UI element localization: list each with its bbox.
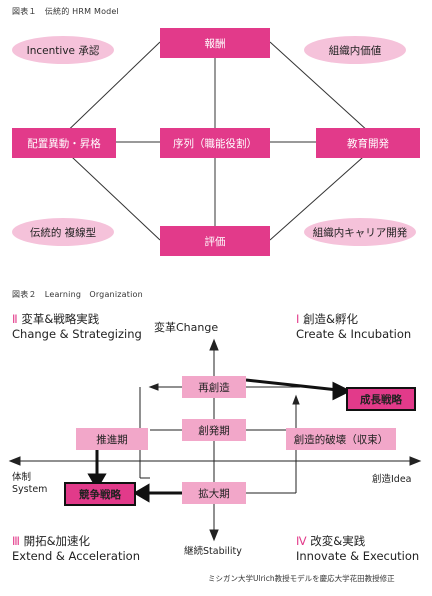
figure1-title: 図表１ 伝統的 HRM Model (12, 7, 119, 16)
axis-bottom-label: 継続Stability (184, 546, 242, 557)
box-recreate: 再創造 (182, 376, 246, 398)
box-creative-destruction: 創造的破壊（収束） (286, 428, 396, 450)
box-promote-period: 推進期 (76, 428, 148, 450)
axis-right-label: 創造Idea (372, 474, 412, 485)
quadrant-2-label: Ⅱ 変革&戦略実践 Change & Strategizing (12, 312, 142, 342)
quadrant-3-number: Ⅲ (12, 534, 20, 548)
ellipse-org-value: 組織内価値 (304, 36, 406, 64)
quadrant-4-label: Ⅳ 改変&実践 Innovate & Execution (296, 534, 419, 564)
figure2-credit: ミシガン大学Ulrich教授モデルを慶応大学花田教授修正 (208, 574, 395, 583)
quadrant-1-label: Ⅰ 創造&孵化 Create & Incubation (296, 312, 411, 342)
box-placement: 配置異動・昇格 (12, 128, 116, 158)
figure2-title: 図表２ Learning Organization (12, 290, 143, 299)
box-expansion-period: 拡大期 (182, 482, 246, 504)
quadrant-1-number: Ⅰ (296, 312, 300, 326)
box-evaluation: 評価 (160, 226, 270, 256)
quadrant-2-en: Change & Strategizing (12, 327, 142, 341)
axis-top-label: 変革Change (154, 321, 219, 334)
quadrant-4-number: Ⅳ (296, 534, 307, 548)
ellipse-traditional: 伝統的 複線型 (12, 218, 114, 246)
quadrant-3-ja: 開拓&加速化 (23, 534, 91, 548)
quadrant-4-en: Innovate & Execution (296, 549, 420, 563)
box-education: 教育開発 (316, 128, 420, 158)
box-create-period: 創発期 (182, 419, 246, 441)
quadrant-2-number: Ⅱ (12, 312, 18, 326)
box-competitive-strategy: 競争戦略 (64, 482, 136, 506)
box-reward: 報酬 (160, 28, 270, 58)
quadrant-2-ja: 変革&戦略実践 (21, 312, 100, 326)
quadrant-3-label: Ⅲ 開拓&加速化 Extend & Acceleration (12, 534, 140, 564)
axis-left-en: System (12, 484, 48, 495)
quadrant-1-en: Create & Incubation (296, 327, 412, 341)
ellipse-incentive: Incentive 承認 (12, 36, 114, 64)
quadrant-4-ja: 改変&実践 (310, 534, 366, 548)
box-growth-strategy: 成長戦略 (346, 387, 416, 411)
axis-left-ja: 体制 (12, 472, 32, 483)
box-ranking: 序列（職能役割） (160, 128, 270, 158)
quadrant-1-ja: 創造&孵化 (303, 312, 359, 326)
axis-left-label: 体制 System (12, 472, 47, 496)
quadrant-3-en: Extend & Acceleration (12, 549, 140, 563)
ellipse-career-dev: 組織内キャリア開発 (304, 218, 416, 246)
